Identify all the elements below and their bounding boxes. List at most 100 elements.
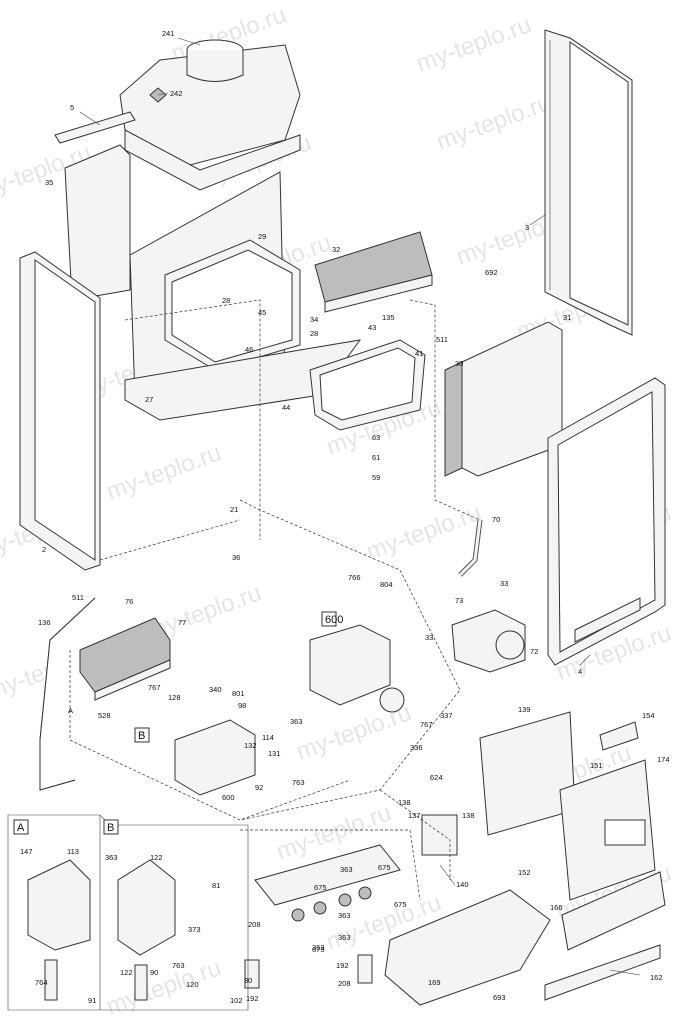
callout: 336	[410, 743, 423, 752]
callout: 131	[268, 749, 281, 758]
callout: 33	[500, 579, 508, 588]
dashed-outlines	[69, 299, 481, 901]
main-heat-exchanger	[314, 231, 433, 313]
callout: 59	[372, 473, 380, 482]
pipes	[39, 519, 483, 791]
callout: 30	[455, 359, 463, 368]
callout: 528	[98, 711, 111, 720]
callout: 137	[408, 811, 421, 820]
watermark: my-teplo.ru	[103, 954, 225, 1020]
circulation-pump	[451, 609, 526, 673]
callout: 91	[88, 996, 96, 1005]
callout: 767	[148, 683, 161, 692]
callout: 763	[292, 778, 305, 787]
burner	[309, 339, 426, 431]
callout: 61	[372, 453, 380, 462]
callout: 32	[332, 245, 340, 254]
callout: 337	[440, 711, 453, 720]
watermark: my-teplo.ru	[433, 89, 555, 155]
control-panel-fascia	[544, 871, 666, 1001]
back-panel	[64, 144, 131, 301]
marker-b: 600	[325, 614, 343, 626]
combustion-chamber	[124, 171, 362, 421]
callout: 675	[312, 945, 325, 954]
callout: 21	[230, 505, 238, 514]
marker-a: B	[138, 730, 145, 742]
callout: 80	[244, 976, 252, 985]
callout: 28	[310, 329, 318, 338]
gas-valve	[421, 814, 458, 856]
callout: 363	[338, 933, 351, 942]
callout: 34	[310, 315, 318, 324]
callout: 767	[420, 720, 433, 729]
callout: 72	[530, 647, 538, 656]
callout: 162	[650, 973, 663, 982]
callout: 208	[248, 920, 261, 929]
callout: 151	[590, 761, 603, 770]
callout: 73	[455, 596, 463, 605]
callout: 132	[244, 741, 257, 750]
callout: 33	[425, 633, 433, 642]
control-box	[479, 711, 656, 901]
callout: 135	[382, 313, 395, 322]
callout: 675	[394, 900, 407, 909]
callout: 90	[150, 968, 158, 977]
callout: 764	[35, 978, 48, 987]
callout: 147	[20, 847, 33, 856]
callout: 801	[232, 689, 245, 698]
watermark: my-teplo.ru	[413, 11, 535, 77]
callout: 98	[238, 701, 246, 710]
callout: 804	[380, 580, 393, 589]
callout: 675	[378, 863, 391, 872]
callout: 138	[398, 798, 411, 807]
callout: 45	[258, 308, 266, 317]
callout: 363	[340, 865, 353, 874]
callout: 36	[232, 553, 240, 562]
callout: 624	[430, 773, 443, 782]
hydraulic-group-b	[309, 624, 405, 713]
callout: 693	[493, 993, 506, 1002]
callout: 70	[492, 515, 500, 524]
callout: 128	[168, 693, 181, 702]
callout: 122	[150, 853, 163, 862]
callout: 3	[525, 223, 529, 232]
callout: 208	[338, 979, 351, 988]
callout: 363	[338, 911, 351, 920]
callout: 4	[578, 667, 582, 676]
callout: 113	[67, 847, 79, 856]
insulation-panel	[444, 321, 563, 477]
callout: 81	[212, 881, 220, 890]
callout: 600	[222, 793, 235, 802]
inset-label-b: B	[107, 822, 114, 834]
callout: 27	[145, 395, 153, 404]
callout: 44	[282, 403, 290, 412]
callout: 192	[246, 994, 259, 1003]
callout: 363	[290, 717, 303, 726]
callouts: 241 242 5 35 3 29 32 692 2 28 45 34 28 4…	[20, 29, 670, 1005]
callout: 139	[518, 705, 531, 714]
callout: 675	[314, 883, 327, 892]
flue-hood	[54, 39, 301, 191]
inset-label-a: A	[17, 822, 25, 834]
front-casing	[547, 377, 666, 666]
callout: 29	[258, 232, 266, 241]
watermark: my-teplo.ru	[363, 499, 485, 565]
hydraulic-group-a	[174, 719, 256, 796]
leader-lines	[79, 37, 641, 976]
callout: 140	[456, 880, 469, 889]
callout: 169	[428, 978, 441, 987]
callout: 2	[42, 545, 46, 554]
group-markers: 600 B	[134, 611, 343, 743]
bottom-frame	[384, 889, 551, 1006]
connection-plate	[244, 844, 401, 989]
right-side-panel	[544, 29, 633, 336]
plate-heat-exchanger	[79, 617, 171, 701]
callout: 192	[336, 961, 349, 970]
callout: 76	[125, 597, 133, 606]
callout: 136	[38, 618, 51, 627]
callout: 122	[120, 968, 133, 977]
callout: 340	[209, 685, 222, 694]
left-side-panel	[19, 251, 101, 571]
callout: 766	[348, 573, 361, 582]
